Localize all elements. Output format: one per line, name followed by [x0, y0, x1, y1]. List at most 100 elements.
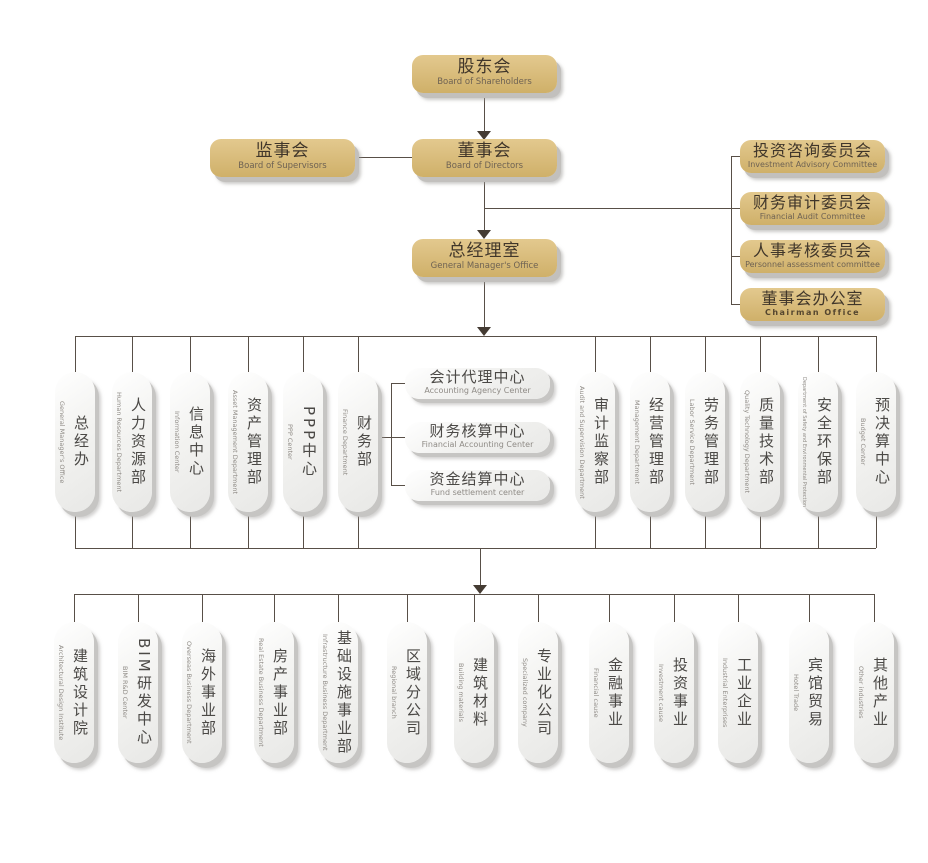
node-label-en: BIM R&D Center [121, 666, 129, 719]
line [248, 336, 249, 372]
node-label-en: Specialized company [521, 658, 529, 727]
line [407, 594, 408, 622]
line [731, 156, 740, 157]
node-label-en: Board of Shareholders [437, 77, 532, 87]
node-label-en: Fund settlement center [430, 488, 525, 497]
line [876, 336, 877, 372]
node-dept-6: Audit and Supervision Department 审计监察部 [575, 372, 615, 512]
node-label-zh: 投资事业 [671, 656, 689, 729]
line [74, 594, 75, 622]
line [809, 594, 810, 622]
node-label-zh: 资产管理部 [245, 397, 263, 487]
line [480, 548, 481, 585]
line [338, 594, 339, 622]
node-label-en: Financial Accounting Center [421, 440, 534, 449]
node-sub-8: Financial cause 金融事业 [589, 622, 629, 763]
node-label-zh: 建筑材料 [471, 656, 489, 729]
line [674, 594, 675, 622]
node-label-zh: BIM研发中心 [135, 638, 153, 747]
line [132, 336, 133, 372]
line [202, 594, 203, 622]
node-directors: 董事会 Board of Directors [412, 139, 557, 177]
node-sub-3: Real Estate Business Department 房产事业部 [254, 622, 294, 763]
node-label-zh: 其他产业 [871, 656, 889, 729]
node-chairman-office: 董事会办公室 Chairman Office [740, 288, 885, 321]
node-label-en: Board of Directors [445, 161, 524, 171]
node-dept-8: Labor Service Department 劳务管理部 [685, 372, 725, 512]
node-sub-2: Overseas Business Department 海外事业部 [182, 622, 222, 763]
node-finance-center-1: 财务核算中心 Financial Accounting Center [405, 422, 550, 453]
line [274, 594, 275, 622]
node-label-zh: 信息中心 [187, 406, 205, 478]
node-label-en: Financial Audit Committee [759, 212, 866, 221]
line [358, 336, 359, 372]
node-label-zh: 财务部 [355, 415, 373, 469]
line [595, 512, 596, 548]
node-label-en: Infrastructure Business Department [321, 634, 329, 751]
node-label-zh: 股东会 [457, 57, 512, 77]
line [75, 336, 76, 372]
line [705, 512, 706, 548]
node-dept-10: Department of Safety and Environmental P… [798, 372, 838, 512]
node-label-en: Quality Technology Department [743, 390, 751, 494]
node-label-zh: 总经办 [72, 415, 90, 469]
node-dept-1: Human Resources Department 人力资源部 [112, 372, 152, 512]
node-shareholders: 股东会 Board of Shareholders [412, 55, 557, 93]
line [609, 594, 610, 622]
node-label-zh: 经营管理部 [647, 397, 665, 487]
node-label-en: Budget Center [859, 418, 867, 466]
line [391, 485, 405, 486]
line [248, 512, 249, 548]
node-dept-11: Budget Center 预决算中心 [856, 372, 896, 512]
node-label-zh: 财务审计委员会 [752, 193, 872, 212]
node-label-zh: 区域分公司 [404, 647, 422, 738]
node-dept-7: Management Department 经营管理部 [630, 372, 670, 512]
node-dept-9: Quality Technology Department 质量技术部 [740, 372, 780, 512]
node-sub-5: Regional branch 区域分公司 [387, 622, 427, 763]
line [738, 594, 739, 622]
line [474, 594, 475, 622]
node-committee-audit: 财务审计委员会 Financial Audit Committee [740, 192, 885, 225]
node-label-zh: 人力资源部 [129, 397, 147, 487]
node-label-zh: 会计代理中心 [429, 368, 526, 386]
line [731, 156, 732, 305]
node-label-zh: 房产事业部 [271, 647, 289, 738]
line [132, 512, 133, 548]
node-committee-investment: 投资咨询委员会 Investment Advisory Committee [740, 140, 885, 173]
node-label-en: Architectural Design Institute [57, 644, 65, 741]
node-label-en: Accounting Agency Center [424, 386, 531, 395]
node-label-zh: PPP中心 [300, 405, 318, 479]
line [391, 383, 392, 486]
line [358, 512, 359, 548]
node-label-en: Hotel Trade [792, 673, 800, 712]
line [874, 594, 875, 622]
line [75, 512, 76, 548]
node-label-en: Building materials [457, 663, 465, 722]
line [484, 208, 740, 209]
node-label-zh: 财务核算中心 [429, 422, 526, 440]
node-dept-4: PPP Center PPP中心 [283, 372, 323, 512]
node-dept-2: Information Center 信息中心 [170, 372, 210, 512]
node-label-en: Asset Management Department [231, 389, 239, 495]
node-label-en: Other industries [857, 666, 865, 719]
node-label-zh: 海外事业部 [199, 647, 217, 738]
node-label-zh: 基础设施事业部 [335, 629, 353, 756]
node-label-en: Information Center [173, 411, 181, 473]
node-finance-center-2: 资金结算中心 Fund settlement center [405, 470, 550, 501]
line [760, 336, 761, 372]
node-sub-6: Building materials 建筑材料 [454, 622, 494, 763]
arrow-down-icon [477, 131, 491, 140]
node-label-zh: 劳务管理部 [702, 397, 720, 487]
node-label-en: Financial cause [592, 667, 600, 718]
node-label-zh: 专业化公司 [535, 647, 553, 738]
node-label-zh: 工业企业 [735, 656, 753, 729]
line [731, 256, 740, 257]
node-committee-personnel: 人事考核委员会 Personnel assessment committee [740, 240, 885, 273]
line [190, 336, 191, 372]
node-dept-0: General Manager's Office 总经办 [55, 372, 95, 512]
node-label-en: Industrial Enterprises [721, 657, 729, 728]
node-label-en: Finance Department [341, 408, 349, 476]
line [818, 512, 819, 548]
node-label-en: Department of Safety and Environmental P… [801, 376, 807, 508]
node-sub-4: Infrastructure Business Department 基础设施事… [318, 622, 358, 763]
